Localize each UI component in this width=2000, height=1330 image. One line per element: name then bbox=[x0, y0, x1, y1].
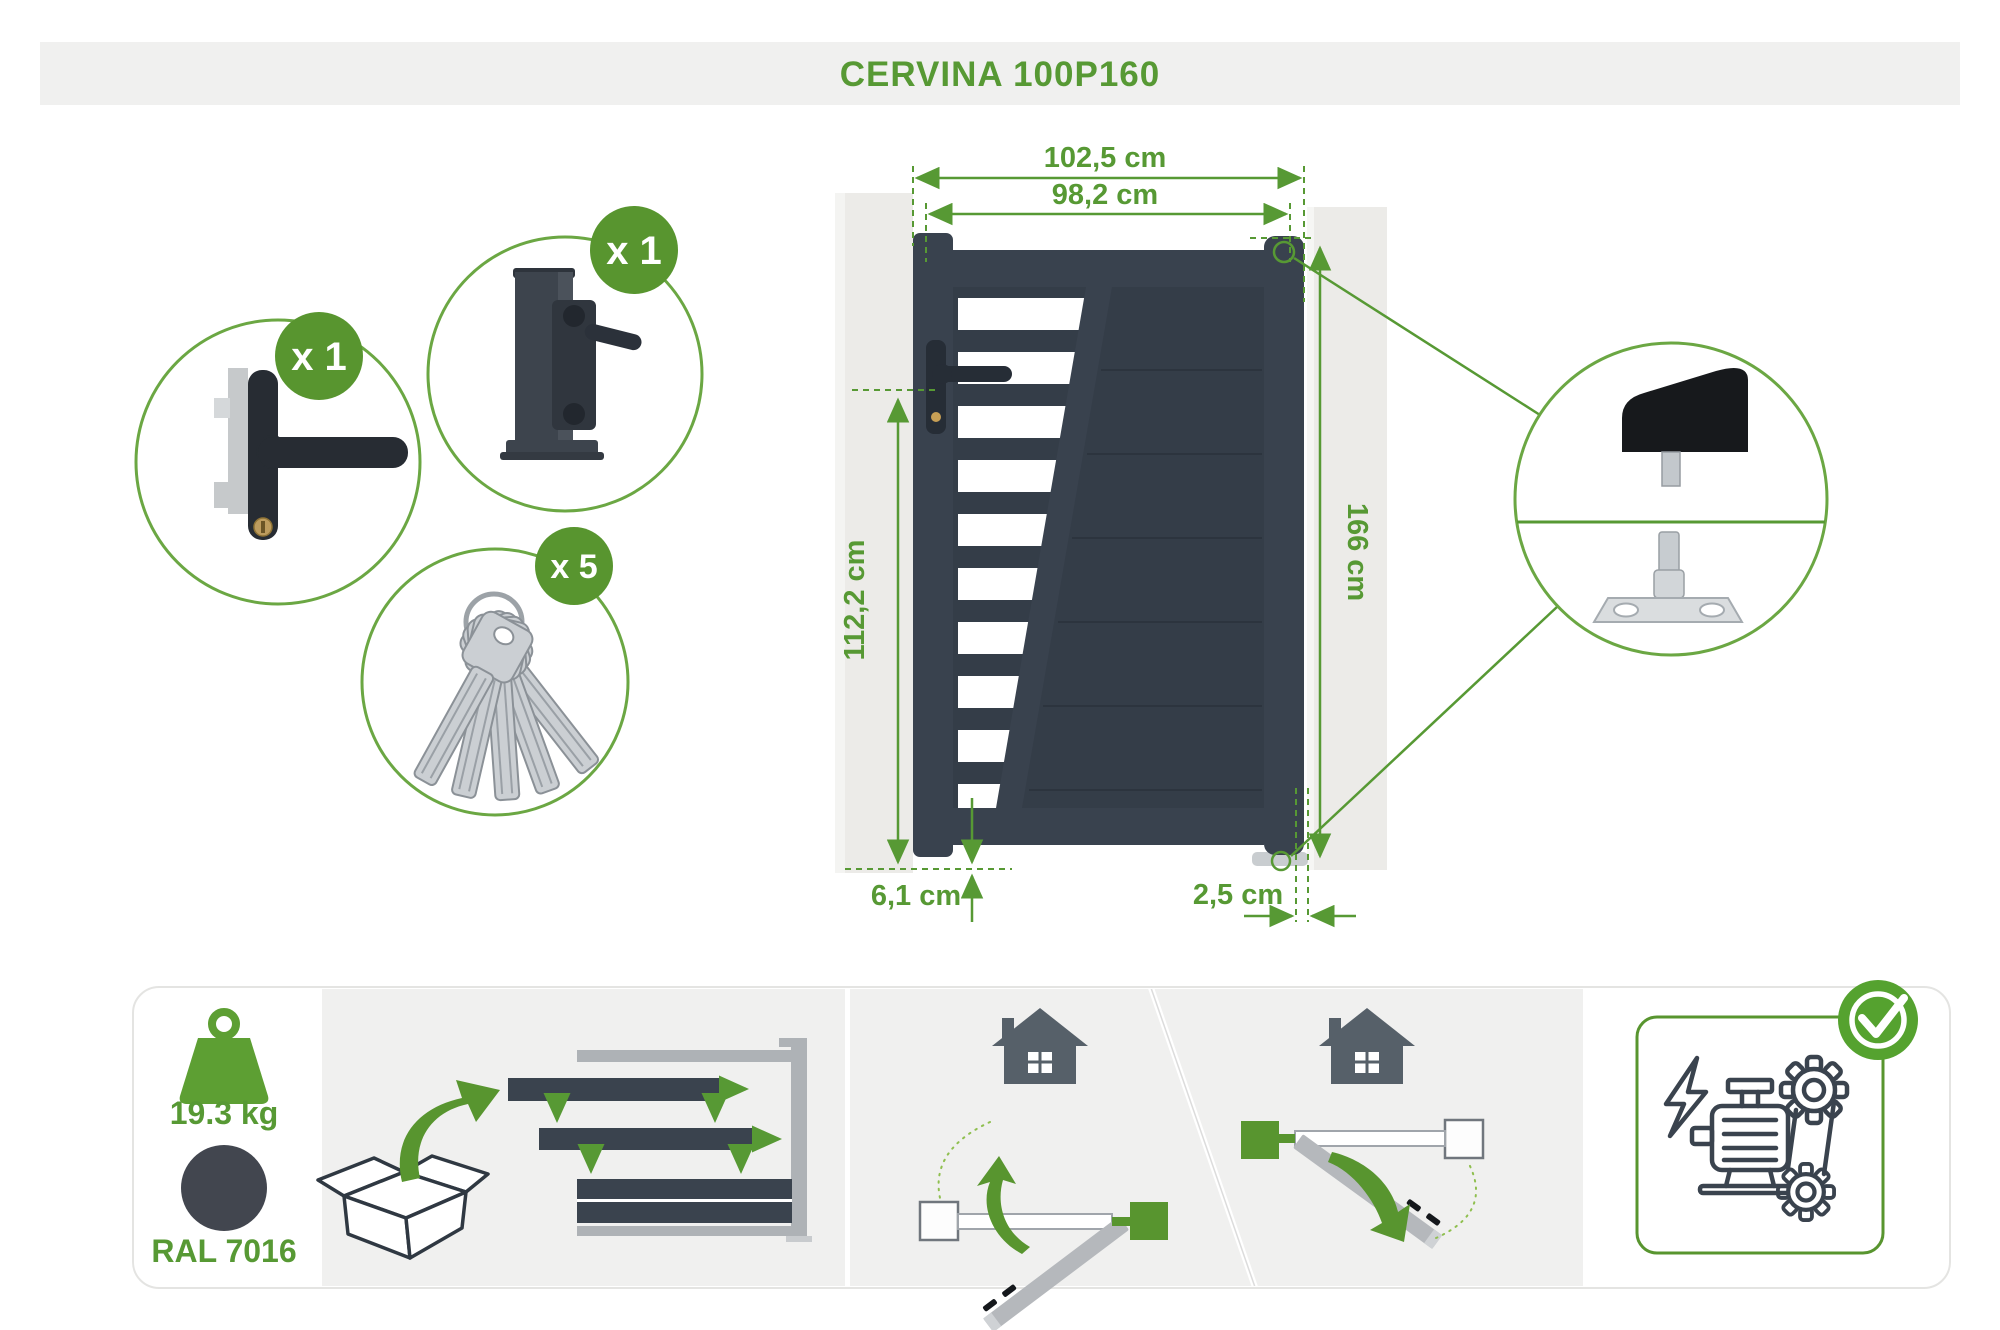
dim-total-width-label: 102,5 cm bbox=[1044, 142, 1167, 174]
accessory-callout-latch: x 1 bbox=[426, 206, 704, 513]
bottom-hinge-marker bbox=[1270, 850, 1292, 872]
keys-illustration bbox=[413, 591, 600, 802]
page-title: CERVINA 100P160 bbox=[840, 55, 1160, 94]
gate-solid-panel bbox=[1022, 287, 1264, 808]
automation-card bbox=[1635, 980, 1918, 1255]
handle-illustration bbox=[214, 368, 408, 540]
left-wall bbox=[835, 193, 913, 873]
weight-label: 19.3 kg bbox=[170, 1095, 279, 1131]
callout-line-top-hinge bbox=[1293, 256, 1541, 417]
bottom-hinge-foot bbox=[1252, 852, 1308, 866]
gate-left-post bbox=[913, 233, 953, 857]
dim-side-gap-label: 2,5 cm bbox=[1193, 879, 1283, 911]
qty-badge-keys bbox=[535, 527, 613, 605]
closed-gate-outline-bar bbox=[957, 1213, 1113, 1230]
check-icon bbox=[1858, 994, 1908, 1038]
weight-icon bbox=[179, 1008, 269, 1104]
house-icon bbox=[992, 1008, 1088, 1084]
header-bar: CERVINA 100P160 bbox=[40, 42, 1960, 105]
gate-right-post bbox=[1264, 236, 1304, 855]
gate-leaf bbox=[953, 250, 1264, 845]
qty-badge-keys-label: x 5 bbox=[550, 548, 597, 586]
open-gate-bar bbox=[982, 1217, 1129, 1330]
gate-diagonal-brace bbox=[996, 287, 1114, 808]
check-badge bbox=[1838, 980, 1918, 1060]
closed-gate-outline-bar bbox=[1294, 1130, 1446, 1147]
swing-arrow-icon bbox=[977, 1156, 1030, 1254]
qty-badge-handle-label: x 1 bbox=[291, 335, 347, 379]
hinge-post-green bbox=[1130, 1202, 1168, 1240]
accessory-callout-keys: x 5 bbox=[360, 527, 630, 817]
box-unpack-icon bbox=[316, 1154, 490, 1260]
accessory-callout-handle: x 1 bbox=[134, 312, 422, 606]
qty-badge-latch bbox=[590, 206, 678, 294]
dim-ground-clearance-label: 6,1 cm bbox=[871, 880, 961, 912]
ral-label: RAL 7016 bbox=[151, 1233, 296, 1269]
hinge-post-green bbox=[1241, 1121, 1279, 1159]
gate-handle bbox=[926, 340, 1012, 434]
dim-handle-height-label: 112,2 cm bbox=[839, 540, 871, 661]
hinge-detail-callout bbox=[1513, 341, 1829, 657]
dimension-annotations: 102,5 cm 98,2 cm 166 cm 112,2 cm 6,1 cm … bbox=[839, 142, 1373, 928]
callout-line-bottom-hinge bbox=[1290, 605, 1559, 857]
motor-automation-icon bbox=[1663, 1054, 1850, 1222]
lightning-icon bbox=[1663, 1055, 1709, 1139]
closed-gate-outline-post bbox=[918, 1200, 960, 1242]
hinge-base-illustration bbox=[1592, 531, 1744, 623]
top-hinge-marker bbox=[1272, 240, 1296, 264]
color-disc-icon bbox=[181, 1145, 267, 1231]
dim-total-height-label: 166 cm bbox=[1341, 503, 1373, 601]
unpack-arrow-icon bbox=[399, 1080, 500, 1182]
hinge-cap-illustration bbox=[1622, 368, 1748, 487]
gate-diagram bbox=[913, 233, 1308, 872]
gate-bottom-rail bbox=[953, 808, 1264, 845]
info-bar: 19.3 kg RAL 7016 bbox=[132, 980, 1951, 1330]
dim-leaf-width-label: 98,2 cm bbox=[1052, 179, 1158, 211]
gate-top-rail bbox=[953, 250, 1264, 287]
house-icon bbox=[1319, 1008, 1415, 1084]
key bbox=[413, 610, 534, 786]
assembly-diagram-icon bbox=[316, 1038, 812, 1260]
qty-badge-latch-label: x 1 bbox=[606, 229, 662, 273]
qty-badge-handle bbox=[275, 312, 363, 400]
closed-gate-outline-post bbox=[1443, 1118, 1485, 1160]
gate-opens-hinge-right-icon bbox=[918, 1008, 1168, 1330]
gear-icon bbox=[1778, 1054, 1850, 1126]
assembly-rail-and-post bbox=[577, 1038, 812, 1242]
gate-opens-hinge-left-icon bbox=[1241, 1008, 1485, 1249]
swing-arrow-icon bbox=[1328, 1152, 1410, 1242]
gear-icon bbox=[1776, 1162, 1836, 1222]
weight-card: 19.3 kg RAL 7016 bbox=[151, 1008, 297, 1269]
latch-illustration bbox=[500, 268, 642, 460]
